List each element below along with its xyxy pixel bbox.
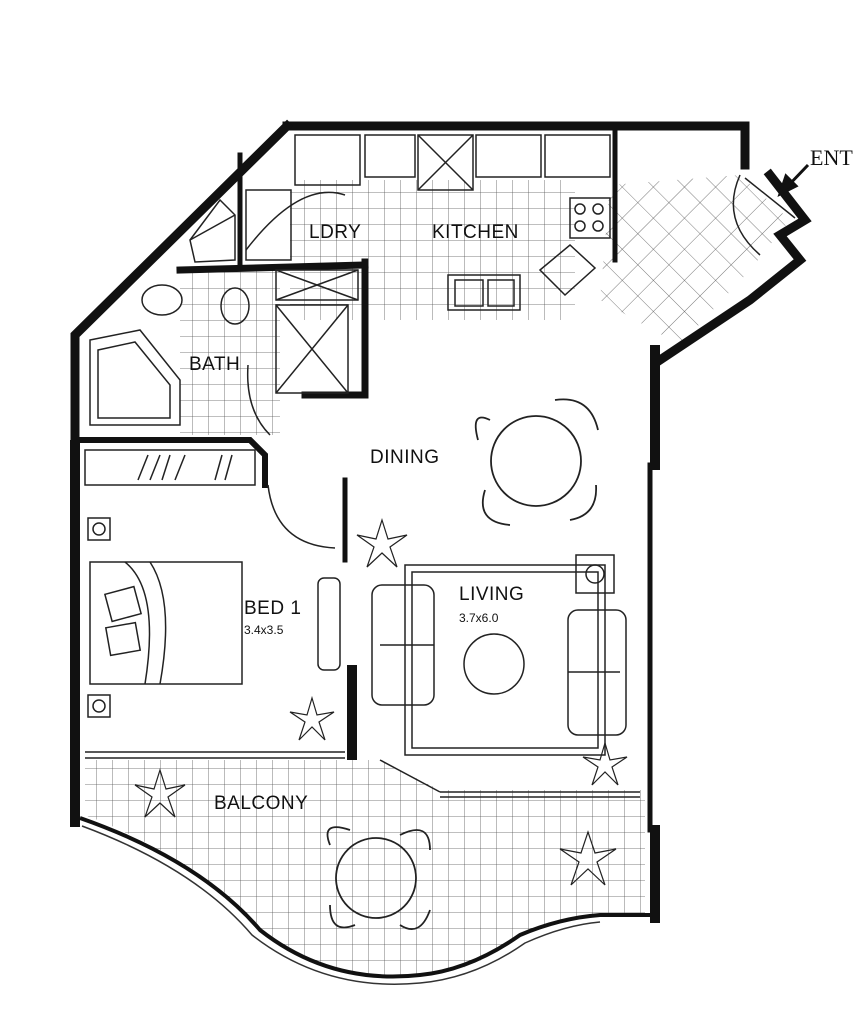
label-bed: BED 1 <box>244 598 301 619</box>
label-entry: ENT <box>810 145 853 170</box>
living-furniture <box>371 554 627 756</box>
label-balcony: BALCONY <box>214 793 308 814</box>
label-bath: BATH <box>189 354 240 375</box>
tiled-floors <box>85 175 790 977</box>
balcony-edge <box>79 816 650 979</box>
walls <box>70 119 812 923</box>
label-living-size: 3.7x6.0 <box>459 611 499 625</box>
entry-door <box>732 174 796 256</box>
bed <box>87 484 341 718</box>
dining-table <box>474 398 599 526</box>
label-living: LIVING <box>459 584 524 605</box>
balcony-edge-inner <box>81 825 601 985</box>
wardrobe <box>84 449 256 486</box>
bath-fittings <box>89 198 359 436</box>
kitchen-fittings <box>245 134 611 311</box>
entry-arrow-icon <box>777 163 810 197</box>
label-kitchen: KITCHEN <box>432 222 519 243</box>
balcony-table <box>326 826 431 930</box>
windows <box>85 751 640 798</box>
plant-icons <box>134 518 628 886</box>
label-bed-size: 3.4x3.5 <box>244 623 284 637</box>
label-laundry: LDRY <box>309 222 361 243</box>
label-dining: DINING <box>370 447 440 468</box>
